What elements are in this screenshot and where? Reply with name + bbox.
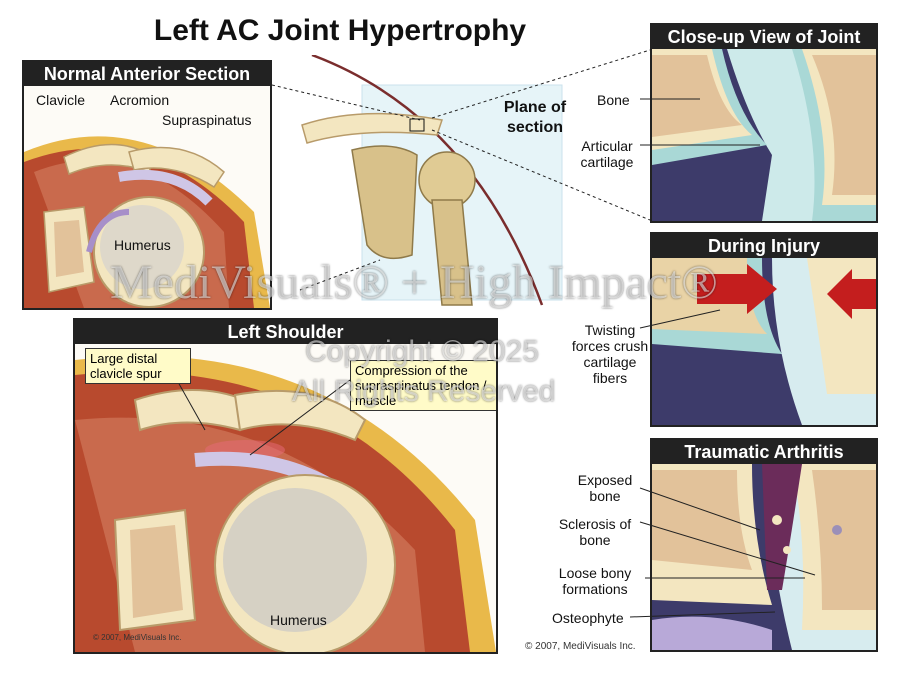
label-humerus-normal: Humerus (114, 237, 171, 253)
injury-illustration (652, 234, 876, 425)
page-title: Left AC Joint Hypertrophy (153, 14, 527, 47)
label-plane-of-section: Plane of section (503, 99, 567, 136)
closeup-panel: Close-up View of Joint Bone (650, 23, 878, 223)
label-sclerosis: Sclerosis of bone (558, 516, 632, 548)
label-osteophyte: Osteophyte (552, 610, 624, 626)
left-shoulder-header: Left Shoulder (75, 320, 496, 344)
label-acromion: Acromion (110, 92, 170, 108)
label-clavicle: Clavicle (36, 92, 86, 108)
left-shoulder-panel: Left Shoulder Large distal clavicle spur… (73, 318, 498, 654)
footer-copyright: © 2007, MediVisuals Inc. (525, 641, 636, 652)
label-humerus-left: Humerus (270, 612, 327, 628)
arthritis-panel: Traumatic Arthritis (650, 438, 878, 652)
label-exposed-bone: Exposed bone (577, 472, 633, 504)
label-supraspinatus: Supraspinatus (162, 112, 252, 128)
normal-section-panel: Normal Anterior Section Clavicle Acromio… (22, 60, 272, 310)
arthritis-header: Traumatic Arthritis (652, 440, 876, 464)
shoulder-overview-illustration (301, 55, 563, 306)
label-twisting-forces: Twisting forces crush cartilage fibers (571, 322, 649, 386)
closeup-illustration (652, 25, 876, 221)
left-shoulder-copyright: © 2007, MediVisuals Inc. (93, 633, 182, 642)
normal-section-header: Normal Anterior Section (24, 62, 270, 86)
normal-section-illustration (24, 62, 270, 308)
label-articular-cartilage: Articular cartilage (580, 138, 634, 170)
injury-panel: During Injury (650, 232, 878, 427)
label-loose-bony: Loose bony formations (558, 565, 632, 597)
injury-header: During Injury (652, 234, 876, 258)
closeup-header: Close-up View of Joint (652, 25, 876, 49)
label-bone-outer: Bone (597, 92, 630, 108)
callout-distal-clavicle-spur: Large distal clavicle spur (85, 348, 191, 384)
callout-compression: Compression of the supraspinatus tendon … (350, 360, 496, 411)
